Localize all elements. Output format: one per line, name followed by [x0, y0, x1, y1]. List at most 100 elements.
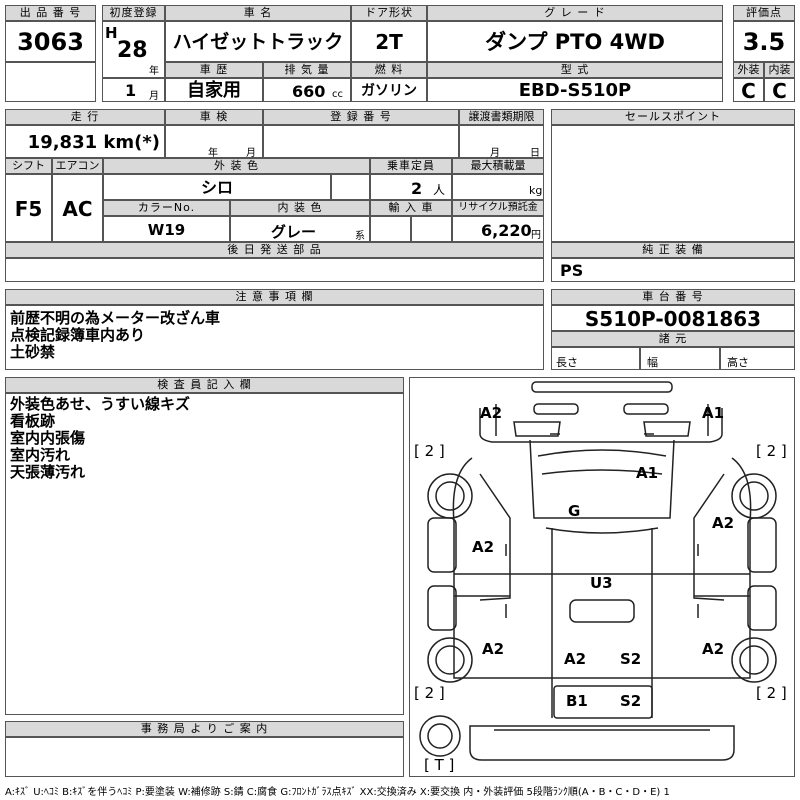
caution-box: 前歴不明の為メーター改ざん車 点検記録簿車内あり 土砂禁 [5, 305, 544, 370]
int-color-unit: 系 [355, 231, 365, 242]
displacement-cell: 660 cc [263, 78, 351, 102]
first-reg-label: 初度登録 [102, 5, 165, 21]
exterior-label: 外装 [733, 62, 764, 78]
mileage-label: 走 行 [5, 109, 165, 125]
ext-color-extra [331, 174, 370, 200]
month-unit: 月 [149, 91, 159, 102]
inspection-year: 年 [208, 148, 218, 158]
car-name-label: 車 名 [165, 5, 351, 21]
import-b [411, 216, 452, 242]
ext-color-label: 外 装 色 [103, 158, 370, 174]
office-label: 事 務 局 よ り ご 案 内 [5, 721, 404, 737]
transfer-month: 月 [490, 148, 500, 158]
exterior-grade: C [733, 78, 764, 102]
inspector-line: 外装色あせ、うすい線キズ [10, 395, 191, 413]
bracket-spare: [ T ] [424, 756, 455, 774]
displacement-unit: cc [332, 89, 343, 100]
inspector-label: 検 査 員 記 入 欄 [5, 377, 404, 393]
later-parts [5, 258, 544, 282]
lot-no: 3063 [5, 21, 96, 62]
mark-left-rear: A2 [482, 640, 505, 658]
score: 3.5 [733, 21, 795, 62]
mark-roof: A1 [636, 464, 659, 482]
year-unit: 年 [149, 66, 159, 77]
mark-rear-right: A1 [702, 404, 725, 422]
recycle-label: リサイクル預託金 [452, 200, 544, 216]
year: 28 [117, 38, 148, 63]
equipment: PS [551, 258, 795, 282]
inspector-box: 外装色あせ、うすい線キズ 看板跡 室内内張傷 室内汚れ 天張薄汚れ [5, 393, 404, 715]
displacement-label: 排 気 量 [263, 62, 351, 78]
bracket-top-right: [ 2 ] [756, 442, 787, 460]
inspector-line: 天張薄汚れ [10, 463, 86, 481]
model: EBD-S510P [427, 78, 723, 102]
specs-label: 諸 元 [551, 331, 795, 347]
mark-bumper-left: B1 [566, 692, 588, 710]
first-reg-month: 1 月 [102, 78, 165, 102]
month: 1 [125, 81, 137, 100]
reg-no-label: 登 録 番 号 [263, 109, 459, 125]
door: 2T [351, 21, 427, 62]
length-label: 長さ [551, 347, 640, 370]
history: 自家用 [165, 78, 263, 102]
max-load-unit: kg [529, 184, 543, 197]
mark-left-door: A2 [472, 538, 495, 556]
max-load-label: 最大積載量 [452, 158, 544, 174]
bracket-top-left: [ 2 ] [414, 442, 445, 460]
first-reg-year: H 28 年 [102, 21, 165, 78]
bracket-bottom-right: [ 2 ] [756, 684, 787, 702]
caution-line: 点検記録簿車内あり [10, 326, 146, 344]
transfer-cell: 月 日 [459, 125, 544, 158]
int-color: グレー [271, 223, 317, 241]
chassis-label: 車 台 番 号 [551, 289, 795, 305]
sales-point-label: セールスポイント [551, 109, 795, 125]
recycle-cell: 6,220 円 [452, 216, 544, 242]
inspector-line: 室内汚れ [10, 446, 71, 464]
caution-label: 注 意 事 項 欄 [5, 289, 544, 305]
grade-label: グ レ ー ド [427, 5, 723, 21]
mark-rear-left: A2 [480, 404, 503, 422]
capacity-cell: 2 人 [370, 174, 452, 200]
color-no-label: カラーNo. [103, 200, 230, 216]
model-label: 型 式 [427, 62, 723, 78]
mark-bed: U3 [590, 574, 613, 592]
max-load-cell: kg [452, 174, 544, 200]
era: H [105, 24, 118, 42]
interior-grade: C [764, 78, 795, 102]
history-label: 車 歴 [165, 62, 263, 78]
color-no: W19 [103, 216, 230, 242]
bracket-bottom-left: [ 2 ] [414, 684, 445, 702]
fuel-label: 燃 料 [351, 62, 427, 78]
recycle: 6,220 [481, 221, 532, 240]
caution-line: 前歴不明の為メーター改ざん車 [10, 309, 221, 327]
import-label: 輸 入 車 [370, 200, 452, 216]
transfer-day: 日 [530, 148, 540, 158]
shift-label: シフト [5, 158, 52, 174]
lot-no-label: 出 品 番 号 [5, 5, 96, 21]
car-name: ハイゼットトラック [165, 21, 351, 62]
grade: ダンプ PTO 4WD [427, 21, 723, 62]
mark-bumper-right: S2 [620, 692, 642, 710]
fuel: ガソリン [351, 78, 427, 102]
door-label: ドア形状 [351, 5, 427, 21]
height-label: 高さ [720, 347, 795, 370]
lot-no-blank [5, 62, 96, 102]
sales-point [551, 125, 795, 242]
inspection-label: 車 検 [165, 109, 263, 125]
transfer-label: 譲渡書類期限 [459, 109, 544, 125]
shift: F5 [5, 174, 52, 242]
equipment-label: 純 正 装 備 [551, 242, 795, 258]
inspector-line: 室内内張傷 [10, 429, 86, 447]
recycle-unit: 円 [531, 230, 541, 241]
chassis-no: S510P-0081863 [551, 305, 795, 331]
inspector-line: 看板跡 [10, 412, 56, 430]
int-color-label: 内 装 色 [230, 200, 370, 216]
office-box [5, 737, 404, 777]
caution-line: 土砂禁 [10, 343, 56, 361]
int-color-cell: グレー 系 [230, 216, 370, 242]
mark-bed-right: S2 [620, 650, 642, 668]
legend-footer: A:ｷｽﾞ U:ﾍｺﾐ B:ｷｽﾞを伴うﾍｺﾐ P:要塗装 W:補修跡 S:錆 … [5, 787, 670, 798]
width-label: 幅 [640, 347, 720, 370]
inspection-month: 月 [246, 148, 256, 158]
interior-label: 内装 [764, 62, 795, 78]
